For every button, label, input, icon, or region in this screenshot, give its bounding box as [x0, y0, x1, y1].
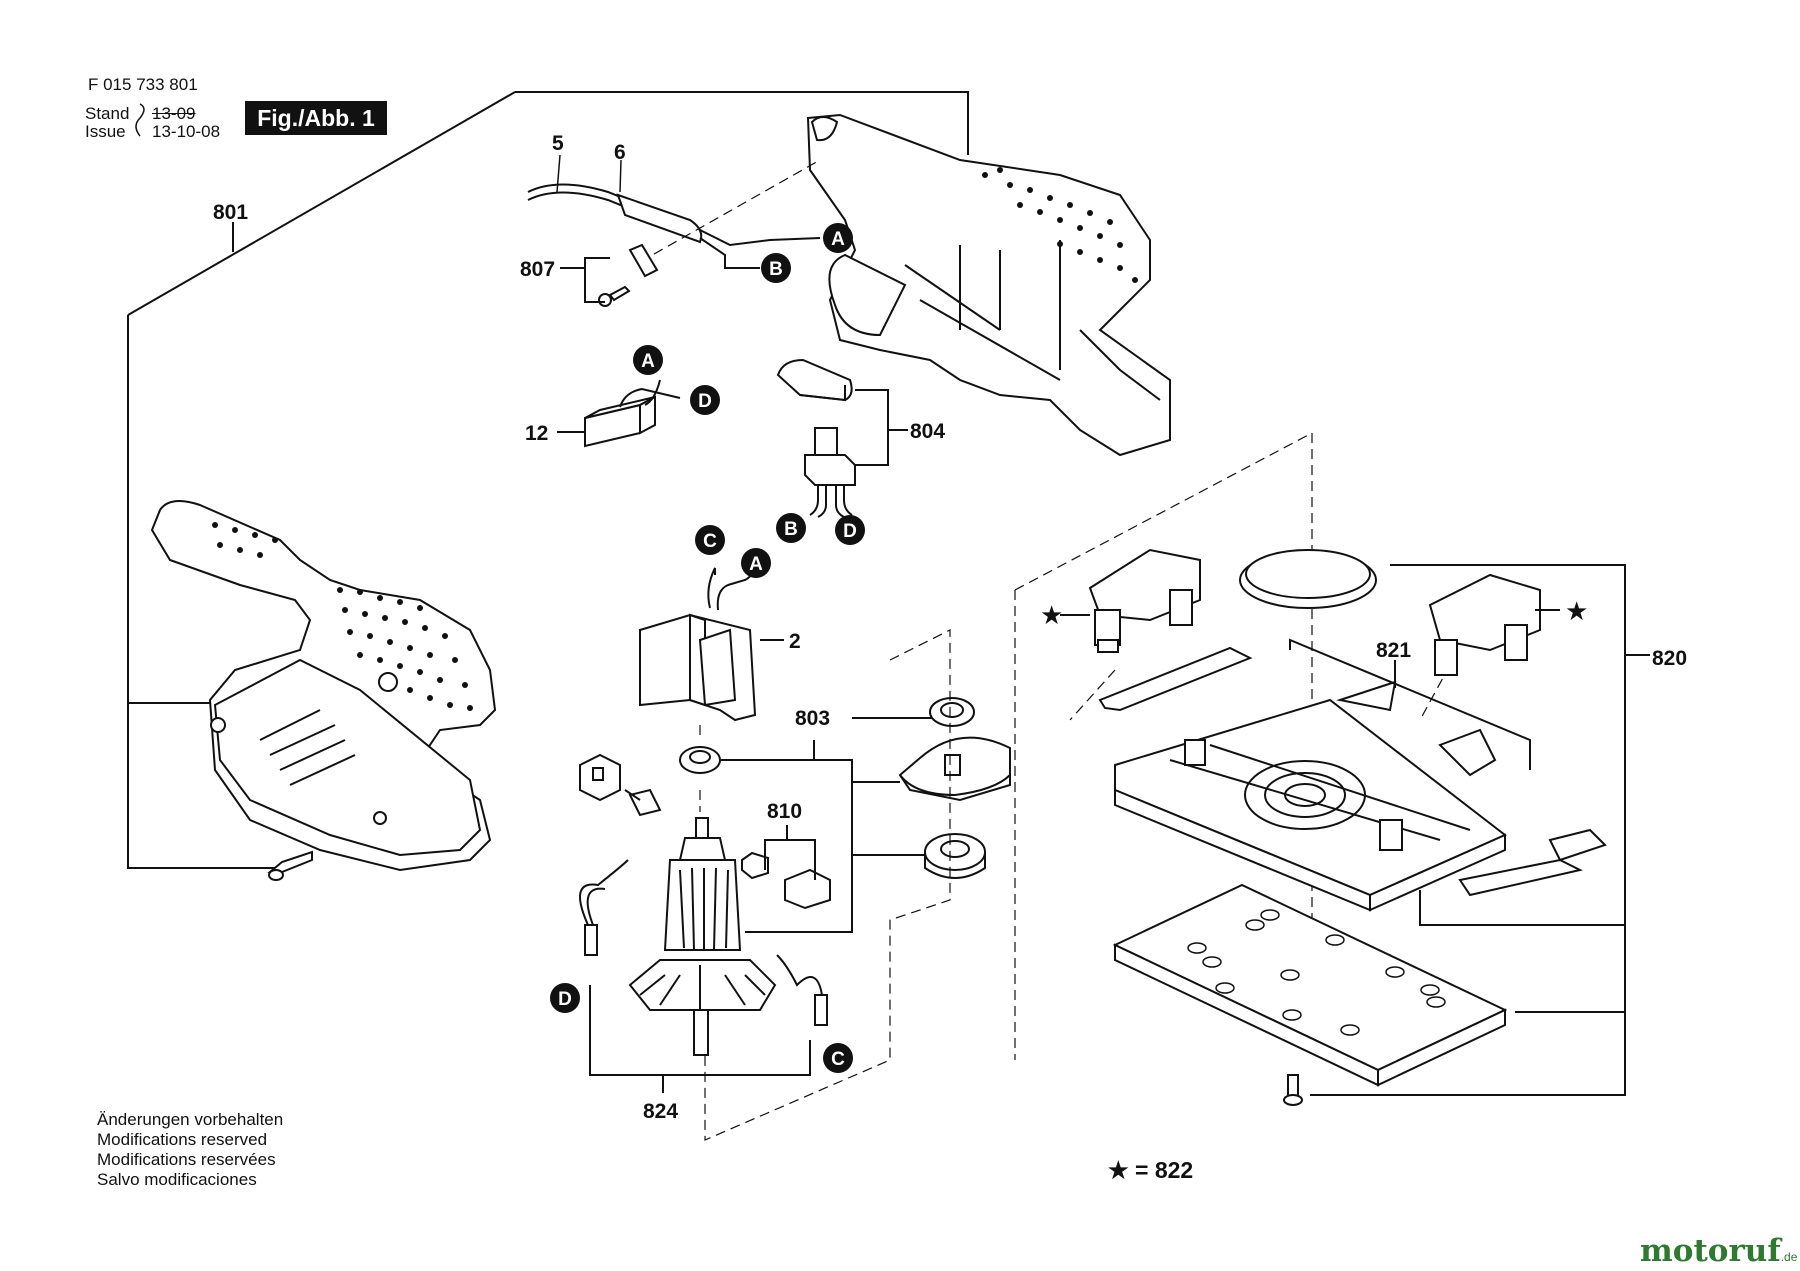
switch-804: [776, 358, 908, 518]
part-label-6: 6: [614, 141, 626, 164]
note-line: Modifications reservées: [97, 1150, 276, 1169]
cable-clamp-807: [560, 243, 659, 307]
part-label-820: 820: [1652, 647, 1687, 670]
part-label-807: 807: [520, 258, 555, 281]
grip-dots-top: [982, 167, 1138, 283]
note-line: Änderungen vorbehalten: [97, 1110, 284, 1129]
clip-left: [1088, 548, 1201, 653]
spring-wires-821: [1098, 646, 1607, 897]
stand-date: 13-09: [152, 104, 196, 123]
connector-D-3: D: [550, 983, 580, 1013]
capacitor-12: [557, 379, 681, 448]
wire-leads: [579, 859, 828, 1093]
svg-text:C: C: [831, 1049, 845, 1070]
brand-name: motoruf: [1640, 1233, 1781, 1269]
bracket-803: [720, 717, 932, 933]
clip-right: [1428, 573, 1541, 676]
bracket-820: [1310, 564, 1650, 1096]
svg-text:A: A: [831, 229, 845, 250]
cable-assembly: [527, 154, 821, 269]
field-stator-2: [639, 559, 784, 722]
note-line: Salvo modificaciones: [97, 1170, 257, 1189]
part-label-12: 12: [525, 422, 548, 445]
connector-B-1: B: [761, 253, 791, 283]
part-label-810: 810: [767, 800, 802, 823]
connector-A-2: A: [633, 345, 663, 375]
connector-B-2: B: [776, 513, 806, 543]
svg-text:D: D: [558, 989, 572, 1010]
star-marker-right: ★: [1565, 596, 1588, 626]
bracket-801: [127, 91, 969, 869]
part-label-5: 5: [552, 132, 564, 155]
screw-pad: [1283, 1074, 1303, 1106]
svg-text:D: D: [698, 391, 712, 412]
note-line: Modifications reserved: [97, 1130, 268, 1149]
issue-date: 13-10-08: [152, 122, 221, 141]
stand-label: Stand: [85, 104, 130, 123]
dashed-line-cable: [639, 159, 821, 263]
sanding-pad: [1112, 883, 1508, 1087]
brushes-810: [741, 825, 831, 910]
connector-A-1: A: [823, 223, 853, 253]
part-label-824: 824: [643, 1100, 678, 1123]
pad-holes: [1187, 909, 1446, 1036]
bearings-803: [679, 697, 1011, 879]
star-leaders: [1060, 609, 1560, 616]
star-marker-left: ★: [1040, 600, 1063, 630]
svg-text:A: A: [749, 554, 763, 575]
brand-logo: motoruf.de: [1640, 1233, 1797, 1269]
header-brace: [135, 103, 145, 137]
svg-text:B: B: [769, 259, 783, 280]
bracket-821: [1289, 638, 1531, 770]
sole-plate: [1114, 698, 1507, 912]
part-label-804: 804: [910, 420, 945, 443]
connector-C-2: C: [823, 1043, 853, 1073]
part-label-803: 803: [795, 707, 830, 730]
svg-text:D: D: [843, 521, 857, 542]
figure-label: Fig./Abb. 1: [245, 101, 387, 135]
screw-housing: [267, 850, 313, 881]
housing-shell-left: [150, 500, 497, 872]
seal-ring: [1239, 549, 1377, 609]
brush-holder-left: [579, 753, 662, 817]
brand-tld: .de: [1780, 1250, 1798, 1264]
doc-number: F 015 733 801: [88, 75, 198, 94]
connector-D-1: D: [690, 385, 720, 415]
part-label-2: 2: [789, 630, 801, 653]
connector-A-3: A: [741, 548, 771, 578]
star-footnote: ★ = 822: [1108, 1157, 1194, 1183]
grip-dots-left: [212, 522, 473, 711]
housing-shell-right: [806, 113, 1171, 457]
connector-D-2: D: [835, 515, 865, 545]
issue-label: Issue: [85, 122, 126, 141]
armature-824: [628, 817, 777, 1056]
connector-C-1: C: [695, 525, 725, 555]
part-label-801: 801: [213, 201, 248, 224]
part-label-821: 821: [1376, 639, 1411, 662]
svg-text:A: A: [641, 351, 655, 372]
svg-text:C: C: [703, 531, 717, 552]
svg-text:B: B: [784, 519, 798, 540]
modification-notes: Änderungen vorbehalten Modifications res…: [97, 1110, 283, 1190]
